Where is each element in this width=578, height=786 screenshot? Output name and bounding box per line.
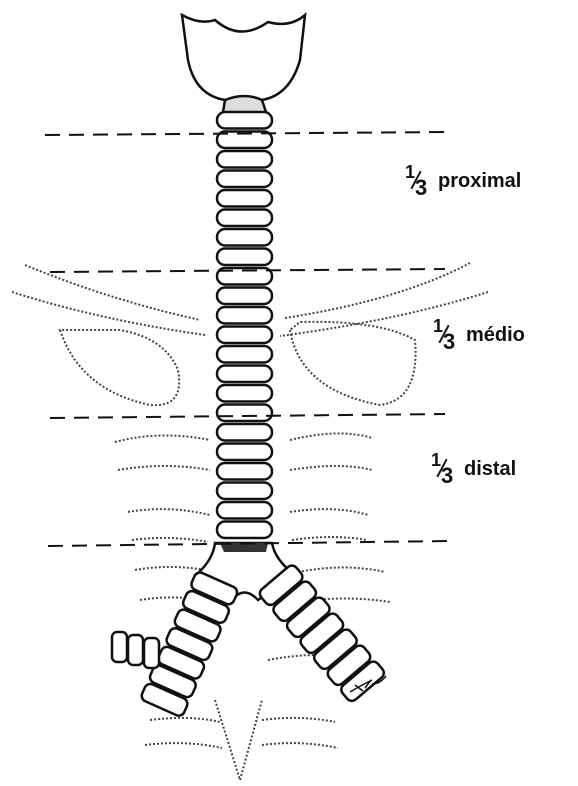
left-rib-2 bbox=[128, 509, 210, 542]
branch-bronchus-ring bbox=[112, 632, 127, 662]
fraction-denominator: 3 bbox=[415, 177, 427, 199]
right-lower-rib bbox=[262, 718, 338, 748]
larynx bbox=[182, 15, 305, 118]
label-third-medio: 1 3 médio bbox=[430, 318, 525, 352]
tracheal-ring bbox=[217, 522, 272, 539]
fraction-denominator: 3 bbox=[443, 331, 455, 353]
fraction-one-third: 1 3 bbox=[430, 318, 460, 352]
label-text-proximal: proximal bbox=[438, 170, 521, 192]
diaphragm-notch bbox=[215, 700, 262, 780]
tracheal-ring bbox=[217, 112, 272, 129]
right-scapula bbox=[290, 322, 416, 405]
tracheal-ring bbox=[217, 346, 272, 363]
label-text-medio: médio bbox=[466, 324, 525, 346]
tracheal-ring bbox=[217, 171, 272, 188]
tracheal-ring bbox=[217, 366, 272, 383]
left-main-bronchus bbox=[112, 571, 239, 718]
tracheal-ring bbox=[217, 307, 272, 324]
tracheal-ring bbox=[217, 463, 272, 480]
tracheal-ring bbox=[217, 190, 272, 207]
fraction-numerator: 1 bbox=[431, 451, 441, 469]
fraction-one-third: 1 3 bbox=[402, 164, 432, 198]
branch-bronchus-ring bbox=[128, 635, 143, 665]
fraction-numerator: 1 bbox=[405, 163, 415, 181]
right-rib-2 bbox=[290, 509, 368, 540]
tracheal-ring bbox=[217, 385, 272, 402]
fraction-one-third: 1 3 bbox=[428, 452, 458, 486]
fraction-numerator: 1 bbox=[433, 317, 443, 335]
tracheal-ring bbox=[217, 502, 272, 519]
tracheal-ring bbox=[217, 444, 272, 461]
tracheal-ring bbox=[217, 288, 272, 305]
tracheal-ring bbox=[217, 327, 272, 344]
tracheal-ring bbox=[217, 210, 272, 227]
left-lower-rib bbox=[145, 718, 222, 748]
tracheal-ring bbox=[217, 229, 272, 246]
tracheal-ring bbox=[217, 424, 272, 441]
fraction-denominator: 3 bbox=[441, 465, 453, 487]
left-rib-1 bbox=[115, 435, 210, 470]
left-clavicle bbox=[12, 265, 205, 335]
tracheal-ring bbox=[217, 405, 272, 422]
right-rib-1 bbox=[290, 433, 372, 470]
label-third-proximal: 1 3 proximal bbox=[402, 164, 521, 198]
tracheal-ring bbox=[217, 249, 272, 266]
label-text-distal: distal bbox=[464, 458, 516, 480]
trachea bbox=[217, 112, 272, 538]
branch-bronchus-ring bbox=[144, 638, 159, 668]
left-scapula bbox=[60, 330, 179, 405]
tracheal-ring bbox=[217, 151, 272, 168]
tracheal-ring bbox=[217, 483, 272, 500]
label-third-distal: 1 3 distal bbox=[428, 452, 516, 486]
